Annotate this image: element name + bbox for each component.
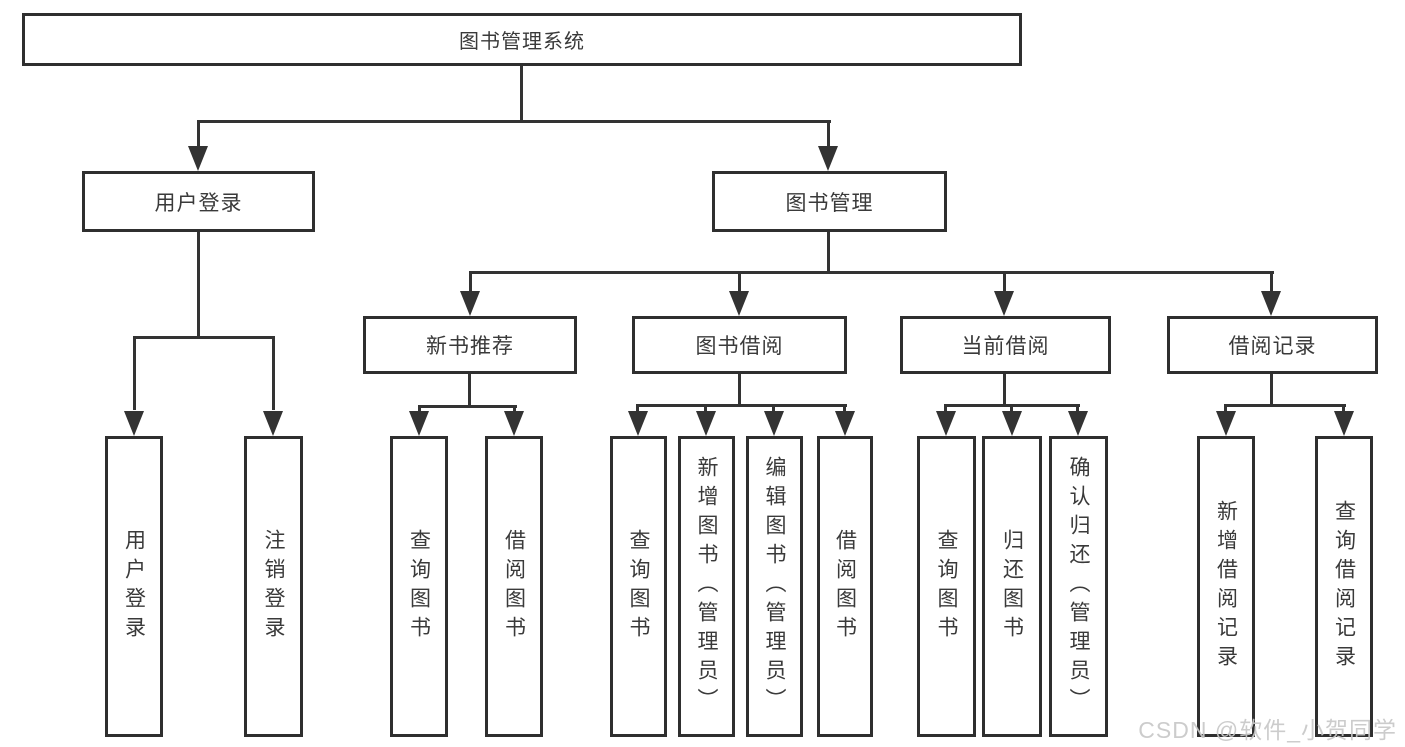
connector-line xyxy=(1270,271,1273,291)
leaf-label: 用户登录 xyxy=(122,528,146,645)
node-label: 借阅记录 xyxy=(1228,335,1317,358)
connector-line xyxy=(636,404,639,412)
leaf-borrow-books-recommend: 借阅图书 xyxy=(485,436,543,737)
connector-line xyxy=(468,374,471,405)
connector-line xyxy=(418,405,517,408)
node-label: 当前借阅 xyxy=(961,335,1050,358)
connector-line xyxy=(1003,374,1006,404)
connector-line xyxy=(469,271,472,291)
leaf-label: 借阅图书 xyxy=(502,528,526,645)
connector-line xyxy=(843,404,846,412)
arrowhead-icon xyxy=(460,291,480,316)
leaf-query-books-recommend: 查询图书 xyxy=(390,436,448,737)
leaf-query-books-current: 查询图书 xyxy=(917,436,976,737)
connector-line xyxy=(704,404,707,412)
connector-line xyxy=(197,120,200,148)
leaf-label: 查询借阅记录 xyxy=(1332,499,1356,674)
node-new-book-recommend: 新书推荐 xyxy=(363,316,577,374)
leaf-label: 新增借阅记录 xyxy=(1214,499,1238,674)
leaf-label: 归还图书 xyxy=(1000,528,1024,645)
connector-line xyxy=(520,66,523,120)
leaf-label: 注销登录 xyxy=(262,528,285,645)
connector-line xyxy=(272,336,275,410)
connector-line xyxy=(1224,404,1346,407)
connector-line xyxy=(513,405,516,413)
node-user-login: 用户登录 xyxy=(82,171,315,232)
arrowhead-icon xyxy=(1261,291,1281,316)
leaf-user-login: 用户登录 xyxy=(105,436,163,737)
leaf-label: 借阅图书 xyxy=(833,528,857,645)
node-book-borrowing: 图书借阅 xyxy=(632,316,847,374)
arrowhead-icon xyxy=(409,411,429,436)
arrowhead-icon xyxy=(1068,411,1088,436)
connector-line xyxy=(827,120,830,148)
leaf-label: 确认归还（管理员） xyxy=(1067,456,1090,717)
arrowhead-icon xyxy=(188,146,208,171)
arrowhead-icon xyxy=(729,291,749,316)
arrowhead-icon xyxy=(263,411,283,436)
connector-line xyxy=(133,336,136,410)
connector-line xyxy=(1003,271,1006,291)
arrowhead-icon xyxy=(936,411,956,436)
arrowhead-icon xyxy=(124,411,144,436)
arrowhead-icon xyxy=(1334,411,1354,436)
node-label: 图书借阅 xyxy=(695,335,784,358)
node-label: 用户登录 xyxy=(154,191,243,215)
node-label: 图书管理系统 xyxy=(459,31,585,53)
connector-line xyxy=(636,404,847,407)
leaf-label: 查询图书 xyxy=(627,528,650,645)
leaf-add-borrow-record: 新增借阅记录 xyxy=(1197,436,1255,737)
connector-line xyxy=(1010,404,1013,412)
leaf-label: 编辑图书（管理员） xyxy=(763,456,786,717)
connector-line xyxy=(133,336,275,339)
connector-line xyxy=(469,271,1274,274)
node-label: 新书推荐 xyxy=(426,335,514,358)
connector-line xyxy=(738,271,741,291)
leaf-logout: 注销登录 xyxy=(244,436,303,737)
connector-line xyxy=(1076,404,1079,412)
arrowhead-icon xyxy=(504,411,524,436)
csdn-watermark: CSDN @软件_小贺同学 xyxy=(1138,717,1397,743)
leaf-label: 新增图书（管理员） xyxy=(695,456,718,717)
leaf-return-books: 归还图书 xyxy=(982,436,1042,737)
connector-line xyxy=(197,232,200,336)
arrowhead-icon xyxy=(1216,411,1236,436)
connector-line xyxy=(1270,374,1273,404)
leaf-confirm-return-admin: 确认归还（管理员） xyxy=(1049,436,1108,737)
arrowhead-icon xyxy=(818,146,838,171)
node-book-management: 图书管理 xyxy=(712,171,947,232)
arrowhead-icon xyxy=(835,411,855,436)
arrowhead-icon xyxy=(1002,411,1022,436)
connector-line xyxy=(197,120,831,123)
leaf-add-books-admin: 新增图书（管理员） xyxy=(678,436,735,737)
node-current-borrowing: 当前借阅 xyxy=(900,316,1111,374)
leaf-query-books-borrowing: 查询图书 xyxy=(610,436,667,737)
connector-line xyxy=(944,404,947,412)
leaf-edit-books-admin: 编辑图书（管理员） xyxy=(746,436,803,737)
connector-line xyxy=(1342,404,1345,412)
connector-line xyxy=(418,405,421,413)
leaf-query-borrow-record: 查询借阅记录 xyxy=(1315,436,1373,737)
connector-line xyxy=(827,232,830,271)
connector-line xyxy=(738,374,741,404)
node-library-system: 图书管理系统 xyxy=(22,13,1022,66)
connector-line xyxy=(1224,404,1227,412)
node-borrow-records: 借阅记录 xyxy=(1167,316,1378,374)
leaf-label: 查询图书 xyxy=(407,528,431,645)
arrowhead-icon xyxy=(994,291,1014,316)
arrowhead-icon xyxy=(696,411,716,436)
arrowhead-icon xyxy=(764,411,784,436)
node-label: 图书管理 xyxy=(785,191,874,215)
leaf-label: 查询图书 xyxy=(935,528,958,645)
connector-line xyxy=(772,404,775,412)
leaf-borrow-books-borrowing: 借阅图书 xyxy=(817,436,873,737)
arrowhead-icon xyxy=(628,411,648,436)
